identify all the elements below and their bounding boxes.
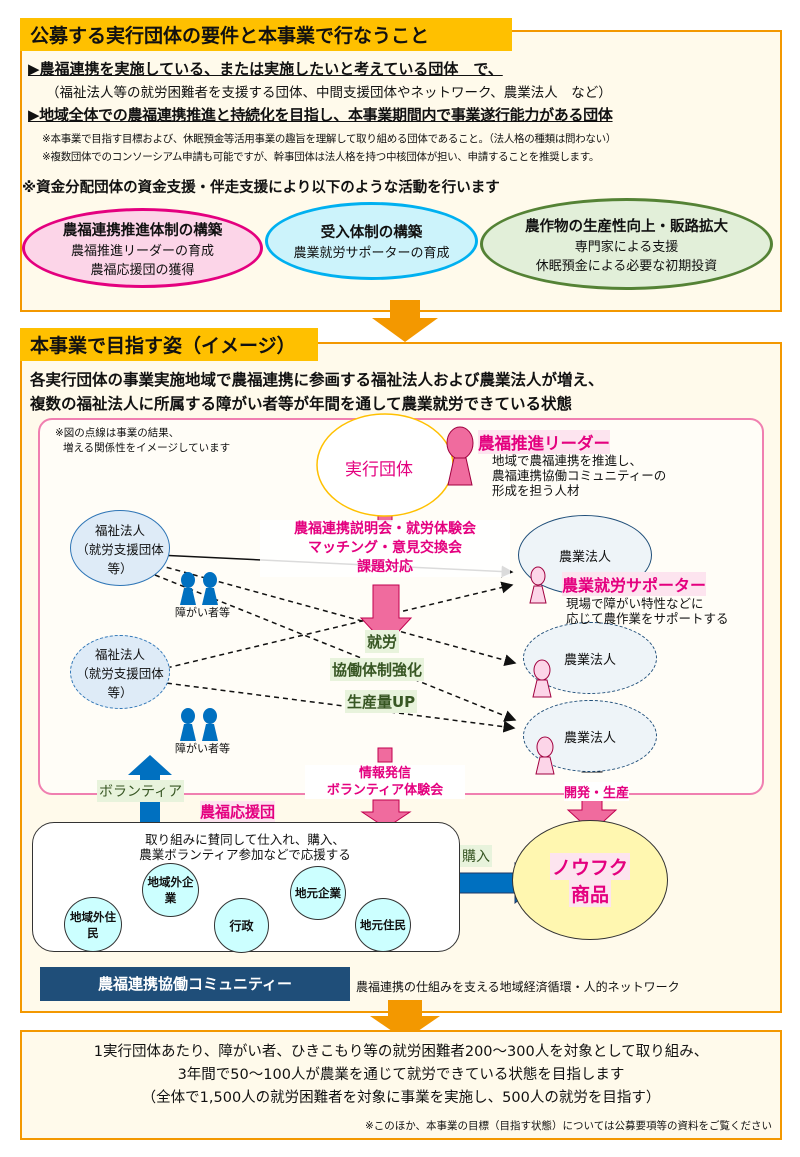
farm-label: 農業法人 [563,730,616,746]
leader-title: 農福推進リーダー [478,430,610,454]
farm-label: 農業法人 [558,549,611,565]
goal-note: ※このほか、本事業の目標（目指す状態）については公募要項等の資料をご覧ください [364,1120,772,1132]
welfare-label: 福祉法人 [94,646,145,662]
desc-line: 形成を担う人材 [492,483,580,498]
note-2: ※複数団体でのコンソーシアム申請も可能ですが、幹事団体は法人格を持つ中核団体が担… [42,151,600,163]
farm-corp-3: 農業法人 [523,700,657,772]
requirement-1: ▶農福連携を実施している、または実施したいと考えている団体 で、 [28,60,503,78]
disabled-people-icon [176,572,224,606]
orange-arrow-down [370,1000,440,1040]
desc-line: 地域で農福連携を推進し、 [492,453,643,468]
activity-oval-productivity: 農作物の生産性向上・販路拡大 専門家による支援 休眠預金による必要な初期投資 [480,198,773,290]
vision-title: 本事業で目指す姿（イメージ） [20,328,318,361]
disabled-label: 障がい者等 [175,742,230,755]
goal-line: 3年間で50～100人が農業を通じて就労できている状態を目指します [177,1067,625,1083]
activity-line: 休眠預金による必要な初期投資 [535,258,718,274]
farm-label: 農業法人 [563,652,616,668]
product-line: 商品 [568,880,611,907]
goal-section [20,1030,782,1140]
goal-line: （全体で1,500人の就労困難者を対象に事業を実施し、500人の就労を目指す） [141,1090,661,1106]
vision-lead-1: 各実行団体の事業実施地域で農福連携に参画する福祉法人および農業法人が増え、 [30,371,604,389]
welfare-corp-2: 福祉法人 （就労支援団体等） [70,635,170,709]
leader-desc: 地域で農福連携を推進し、 農福連携協働コミュニティーの 形成を担う人材 [492,453,666,498]
events-text: 農福連携説明会・就労体験会 マッチング・意見交換会 課題対応 [260,520,510,577]
member-local-companies: 地元企業 [290,866,346,920]
pink-arrow-down [360,799,412,829]
info-line: ボランティア体験会 [326,783,444,798]
activity-title: 農福連携推進体制の構築 [62,222,223,239]
desc-line: 農業ボランティア参加などで応援する [139,847,351,862]
nofuku-product: ノウフク 商品 [512,820,668,940]
supporters-desc: 取り組みに賛同して仕入れ、購入、 農業ボランティア参加などで応援する [60,832,430,862]
note-line: ※図の点線は事業の結果、 [55,427,180,439]
outcome-production: 生産量UP [345,690,418,713]
requirement-2: ▶地域全体での農福連携推進と持続化を目指し、本事業期間内で事業遂行能力がある団体 [28,106,613,124]
activity-title: 農作物の生産性向上・販路拡大 [525,218,728,235]
leader-person-icon [446,426,474,486]
welfare-corp-1: 福祉法人 （就労支援団体等） [70,510,170,586]
activity-line: 農業就労サポーターの育成 [293,246,450,261]
activity-title: 受入体制の構築 [320,225,423,241]
supporter-desc: 現場で障がい特性などに 応じて農作業をサポートする [566,596,729,626]
welfare-sub: （就労支援団体等） [76,665,164,700]
desc-line: 農福連携協働コミュニティーの [492,468,667,483]
activity-line: 農福推進リーダーの育成 [70,243,214,259]
outcome-employment: 就労 [365,630,400,653]
outcome-cooperation: 協働体制強化 [330,658,425,681]
info-text: 情報発信 ボランティア体験会 [305,765,465,799]
note-line: 増える関係性をイメージしています [63,442,231,454]
desc-line: 取り組みに賛同して仕入れ、購入、 [145,832,345,847]
activities-lead: ※資金分配団体の資金支援・伴走支援により以下のような活動を行います [22,180,500,196]
member-outside-residents: 地域外住民 [64,897,122,952]
member-local-residents: 地元住民 [355,898,411,952]
community-label: 農福連携協働コミュニティー [40,967,350,1001]
activity-oval-acceptance: 受入体制の構築 農業就労サポーターの育成 [265,202,478,280]
desc-line: 応じて農作業をサポートする [566,611,729,626]
member-government: 行政 [214,898,269,953]
welfare-label: 福祉法人 [94,522,145,538]
activity-line: 専門家による支援 [574,239,679,255]
goal-text: 1実行団体あたり、障がい者、ひきこもり等の就労困難者200～300人を対象として… [20,1041,782,1110]
event-line: 農福連携説明会・就労体験会 [294,521,476,537]
goal-line: 1実行団体あたり、障がい者、ひきこもり等の就労困難者200～300人を対象として… [93,1044,709,1060]
info-line: 情報発信 [358,766,411,781]
activity-line: 農福応援団の獲得 [90,262,195,278]
supporter-title: 農業就労サポーター [562,572,707,596]
member-outside-companies: 地域外企業 [142,863,199,917]
purchase-label: 購入 [460,845,492,867]
supporters-group-title: 農福応援団 [200,801,276,822]
requirement-1-sub: （福祉法人等の就労困難者を支援する団体、中間支援団体やネットワーク、農業法人 な… [46,85,612,101]
welfare-sub: （就労支援団体等） [76,541,164,576]
vision-lead-2: 複数の福祉法人に所属する障がい者等が年間を通して農業就労できている状態 [30,395,573,413]
disabled-label: 障がい者等 [175,606,230,619]
orange-arrow-down [372,300,438,342]
requirements-title: 公募する実行団体の要件と本事業で行なうこと [20,18,512,51]
product-line: ノウフク [549,853,630,880]
desc-line: 現場で障がい特性などに [566,596,704,611]
disabled-people-icon [176,708,224,742]
note-1: ※本事業で目指す目標および、休眠預金等活用事業の趣旨を理解して取り組める団体であ… [42,133,617,145]
volunteer-label: ボランティア [97,780,185,802]
activity-oval-system: 農福連携推進体制の構築 農福推進リーダーの育成 農福応援団の獲得 [22,208,263,288]
event-line: 課題対応 [357,559,413,575]
dev-label: 開発・生産 [564,782,630,801]
community-desc: 農福連携の仕組みを支える地域経済循環・人的ネットワーク [356,980,680,994]
implementer-label: 実行団体 [345,460,413,480]
dotted-note: ※図の点線は事業の結果、 増える関係性をイメージしています [55,426,230,456]
event-line: マッチング・意見交換会 [308,540,462,556]
